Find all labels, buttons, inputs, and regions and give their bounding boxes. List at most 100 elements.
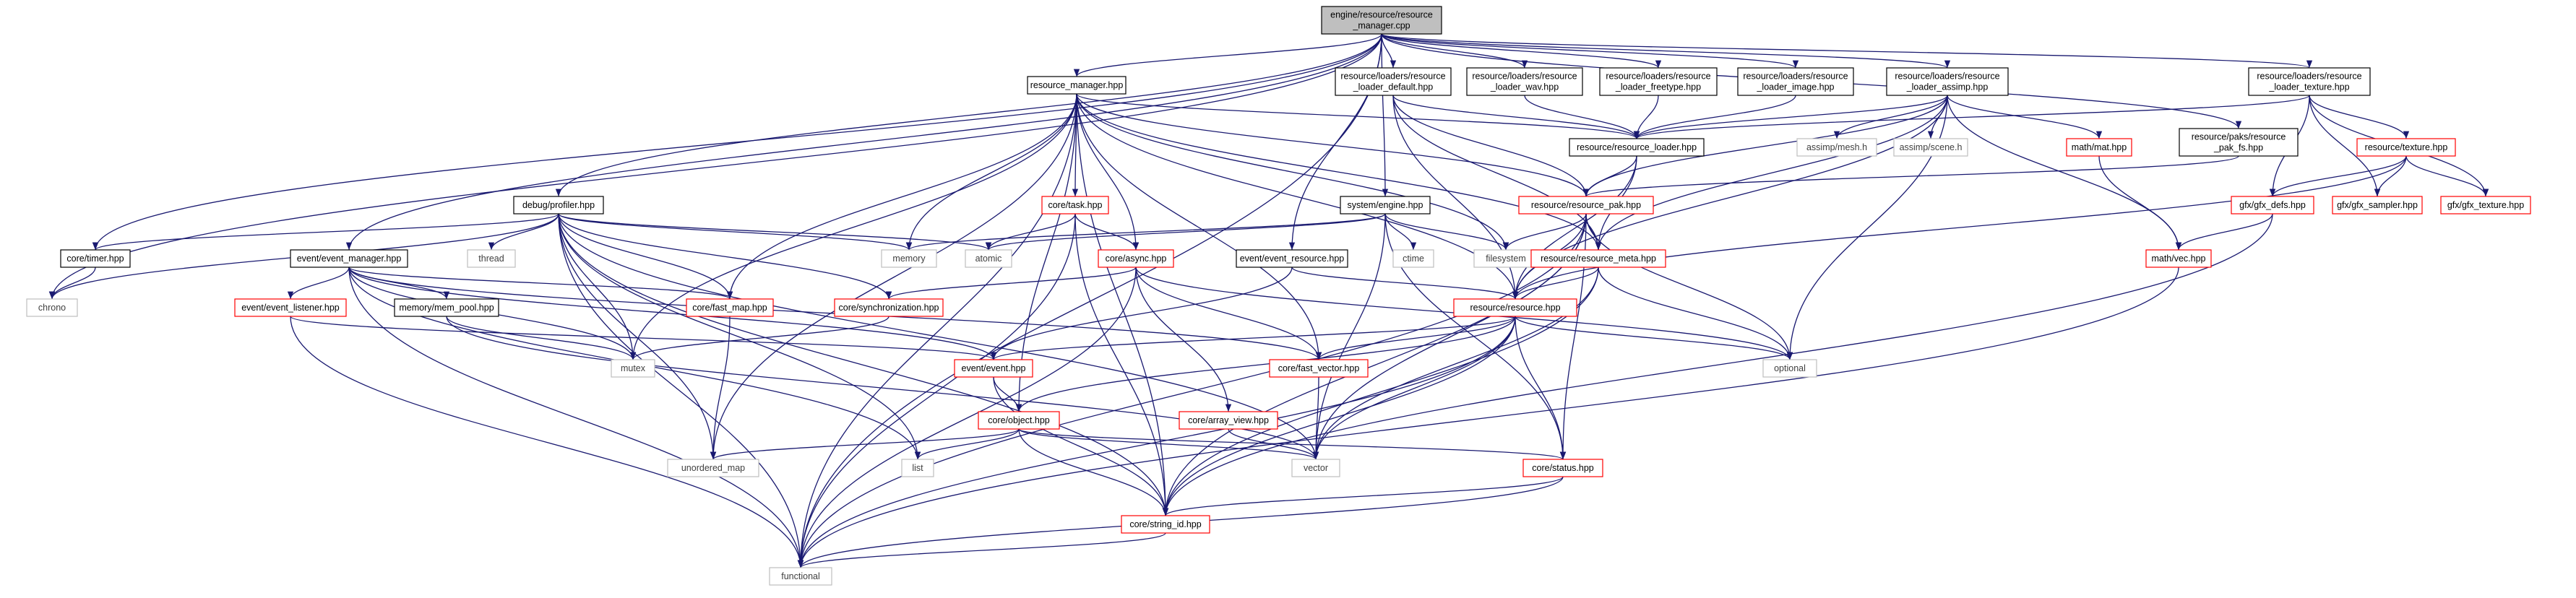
node-ev_mgr[interactable]: event/event_manager.hpp (290, 249, 408, 268)
node-core_task[interactable]: core/task.hpp (1041, 196, 1109, 214)
node-root[interactable]: engine/resource/resource_manager.cpp (1321, 6, 1442, 35)
node-label: _loader_image.hpp (1756, 82, 1834, 92)
node-box (2179, 128, 2299, 157)
node-core_status[interactable]: core/status.hpp (1522, 459, 1603, 477)
edge-ld_assimp-to-math_mat (1947, 95, 2103, 139)
node-gfx_defs[interactable]: gfx/gfx_defs.hpp (2231, 196, 2314, 214)
node-mem_pool[interactable]: memory/mem_pool.hpp (394, 298, 499, 317)
node-label: resource/loaders/resource (1743, 72, 1848, 82)
edge-core_status-to-string_id (1163, 476, 1564, 516)
node-label: _loader_freetype.hpp (1615, 82, 1701, 92)
node-label: memory (892, 254, 926, 264)
node-ld_default[interactable]: resource/loaders/resource_loader_default… (1335, 67, 1452, 96)
node-box (1569, 138, 1705, 157)
node-label: assimp/scene.h (1900, 142, 1963, 152)
edge-rm_hpp-to-fast_map (726, 93, 1077, 300)
edge-profiler-to-sync (558, 213, 892, 300)
edge-res_hpp-to-optional (1515, 316, 1793, 360)
node-ld_wav[interactable]: resource/loaders/resource_loader_wav.hpp (1466, 67, 1583, 96)
node-core_async[interactable]: core/async.hpp (1098, 249, 1174, 268)
node-array_view[interactable]: core/array_view.hpp (1179, 411, 1278, 430)
node-label: resource/loaders/resource (1472, 72, 1577, 82)
edge-res_hpp-to-string_id (1162, 316, 1516, 516)
node-label: unordered_map (681, 463, 745, 473)
node-rm_hpp[interactable]: resource_manager.hpp (1027, 76, 1127, 95)
node-label: _loader_assimp.hpp (1906, 82, 1989, 92)
node-box (513, 196, 604, 214)
edge-res_hpp-to-core_object (1015, 316, 1516, 412)
node-box (467, 249, 516, 268)
edge-mem_pool-to-vector (446, 316, 1319, 460)
edge-mem_pool-to-mutex (446, 316, 637, 360)
edge-math_vec-to-functional (797, 266, 2179, 568)
edge-profiler-to-core_timer (92, 213, 559, 251)
node-box (667, 459, 759, 477)
edge-array_view-to-vector (1228, 428, 1319, 460)
node-sync[interactable]: core/synchronization.hpp (834, 298, 944, 317)
edge-core_object-to-unordered_map (710, 428, 1020, 460)
node-box (1796, 138, 1877, 157)
edge-ld_default-to-res_meta (1392, 95, 1602, 251)
node-res_pak[interactable]: resource/resource_pak.hpp (1518, 196, 1654, 214)
node-fast_map[interactable]: core/fast_map.hpp (686, 298, 774, 317)
edge-ev_mgr-to-ev_listener (287, 266, 350, 300)
node-ld_texture[interactable]: resource/loaders/resource_loader_texture… (2248, 67, 2371, 96)
node-string_id[interactable]: core/string_id.hpp (1121, 515, 1210, 534)
node-box (1340, 196, 1431, 214)
node-label: resource/loaders/resource (1340, 72, 1445, 82)
node-ev_res[interactable]: event/event_resource.hpp (1236, 249, 1348, 268)
node-res_hpp[interactable]: resource/resource.hpp (1453, 298, 1577, 317)
node-core_timer[interactable]: core/timer.hpp (60, 249, 131, 268)
node-box (1530, 249, 1666, 268)
node-profiler[interactable]: debug/profiler.hpp (513, 196, 604, 214)
edge-sys_engine-to-ctime (1384, 213, 1417, 251)
node-core_object[interactable]: core/object.hpp (978, 411, 1060, 430)
edge-gfx_defs-to-string_id (1162, 213, 2273, 516)
node-ev_listener[interactable]: event/event_listener.hpp (234, 298, 347, 317)
node-vector: vector (1291, 459, 1340, 477)
node-box (2145, 249, 2212, 268)
node-ctime: ctime (1392, 249, 1434, 268)
node-fast_vector[interactable]: core/fast_vector.hpp (1269, 359, 1369, 378)
node-gfx_texture[interactable]: gfx/gfx_texture.hpp (2440, 196, 2531, 214)
node-pak_fs[interactable]: resource/paks/resource_pak_fs.hpp (2179, 128, 2299, 157)
edge-profiler-to-string_id (558, 213, 1169, 516)
edge-root-to-ld_image (1381, 33, 1799, 69)
node-box (1098, 249, 1174, 268)
node-label: core/async.hpp (1106, 254, 1167, 264)
node-ld_freetype[interactable]: resource/loaders/resource_loader_freetyp… (1599, 67, 1718, 96)
edge-ld_image-to-res_loader (1633, 95, 1796, 139)
edge-core_async-to-sync (886, 266, 1137, 300)
node-gfx_sampler[interactable]: gfx/gfx_sampler.hpp (2332, 196, 2423, 214)
node-label: core/fast_vector.hpp (1278, 363, 1360, 373)
node-box (1599, 67, 1718, 96)
node-label: functional (781, 571, 820, 581)
node-label: _manager.cpp (1352, 21, 1410, 31)
edge-ld_texture-to-texture (2309, 95, 2410, 139)
node-math_vec[interactable]: math/vec.hpp (2145, 249, 2212, 268)
node-texture[interactable]: resource/texture.hpp (2356, 138, 2456, 157)
edges-layer (48, 33, 2489, 568)
edge-texture-to-gfx_sampler (2374, 155, 2407, 197)
node-label: core/synchronization.hpp (839, 303, 939, 313)
node-box (1473, 249, 1538, 268)
node-label: event/event_resource.hpp (1240, 254, 1345, 264)
edge-ld_assimp-to-optional (1786, 95, 1948, 360)
node-math_mat[interactable]: math/mat.hpp (2066, 138, 2132, 157)
node-box (60, 249, 131, 268)
node-box (978, 411, 1060, 430)
node-sys_engine[interactable]: system/engine.hpp (1340, 196, 1431, 214)
node-res_loader[interactable]: resource/resource_loader.hpp (1569, 138, 1705, 157)
edge-root-to-chrono (48, 33, 1382, 300)
edge-core_object-to-core_status (1018, 428, 1566, 460)
node-box (26, 298, 78, 317)
node-ev_event[interactable]: event/event.hpp (954, 359, 1033, 378)
edge-root-to-functional (797, 33, 1382, 568)
edge-rm_hpp-to-mutex (629, 93, 1077, 360)
edge-ld_freetype-to-res_loader (1633, 95, 1659, 139)
node-ld_assimp[interactable]: resource/loaders/resource_loader_assimp.… (1886, 67, 2009, 96)
node-ld_image[interactable]: resource/loaders/resource_loader_image.h… (1737, 67, 1854, 96)
node-label: core/task.hpp (1048, 200, 1102, 210)
edge-ld_assimp-to-math_vec (1947, 95, 2182, 251)
node-res_meta[interactable]: resource/resource_meta.hpp (1530, 249, 1666, 268)
